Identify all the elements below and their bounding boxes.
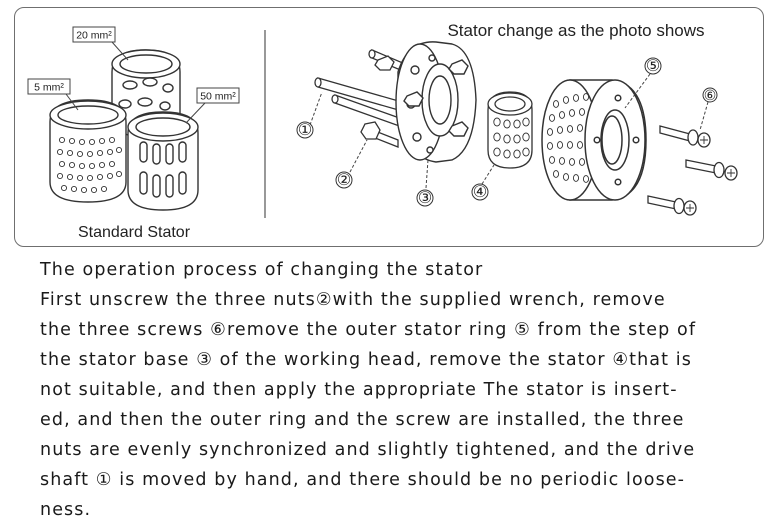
instructions-line: ed, and then the outer ring and the scre… bbox=[40, 410, 685, 430]
instructions-line: not suitable, and then apply the appropr… bbox=[40, 380, 678, 400]
instructions-line: nuts are evenly synchronized and slightl… bbox=[40, 440, 696, 460]
part-number-2: ② bbox=[337, 172, 351, 189]
part-number-circles bbox=[296, 57, 718, 207]
part-leader-lines bbox=[309, 73, 709, 189]
stator-base-drawing bbox=[395, 41, 477, 163]
instructions-line: First unscrew the three nuts②with the su… bbox=[40, 290, 666, 310]
left-caption: Standard Stator bbox=[78, 224, 191, 241]
stator-insert-drawing bbox=[487, 91, 533, 169]
stator-label-boxes bbox=[27, 26, 240, 124]
stator-5mm2-drawing bbox=[49, 99, 127, 203]
instructions-line: ness. bbox=[40, 500, 92, 520]
outer-stator-ring-drawing bbox=[541, 79, 647, 201]
instructions-line: the stator base ③ of the working head, r… bbox=[40, 350, 692, 370]
part-number-1: ① bbox=[298, 122, 312, 139]
label-5mm2: 5 mm² bbox=[34, 82, 64, 94]
part-number-4: ④ bbox=[473, 184, 487, 201]
label-50mm2: 50 mm² bbox=[200, 91, 236, 103]
instructions-text: The operation process of changing the st… bbox=[40, 255, 752, 525]
instructions-heading: The operation process of changing the st… bbox=[40, 260, 484, 280]
stator-diagram: 20 mm² 5 mm² 50 mm² Standard Stator Stat… bbox=[27, 21, 738, 241]
part-number-5: ⑤ bbox=[646, 58, 660, 75]
right-caption: Stator change as the photo shows bbox=[447, 21, 704, 40]
drive-shaft-drawing bbox=[314, 49, 411, 148]
screws-drawing bbox=[647, 125, 738, 216]
instructions-line: the three screws ⑥remove the outer stato… bbox=[40, 320, 697, 340]
stator-50mm2-drawing bbox=[127, 111, 199, 211]
part-number-6: ⑥ bbox=[704, 87, 717, 103]
part-number-3: ③ bbox=[418, 190, 432, 207]
label-20mm2: 20 mm² bbox=[76, 30, 112, 42]
instructions-line: shaft ① is moved by hand, and there shou… bbox=[40, 470, 686, 490]
